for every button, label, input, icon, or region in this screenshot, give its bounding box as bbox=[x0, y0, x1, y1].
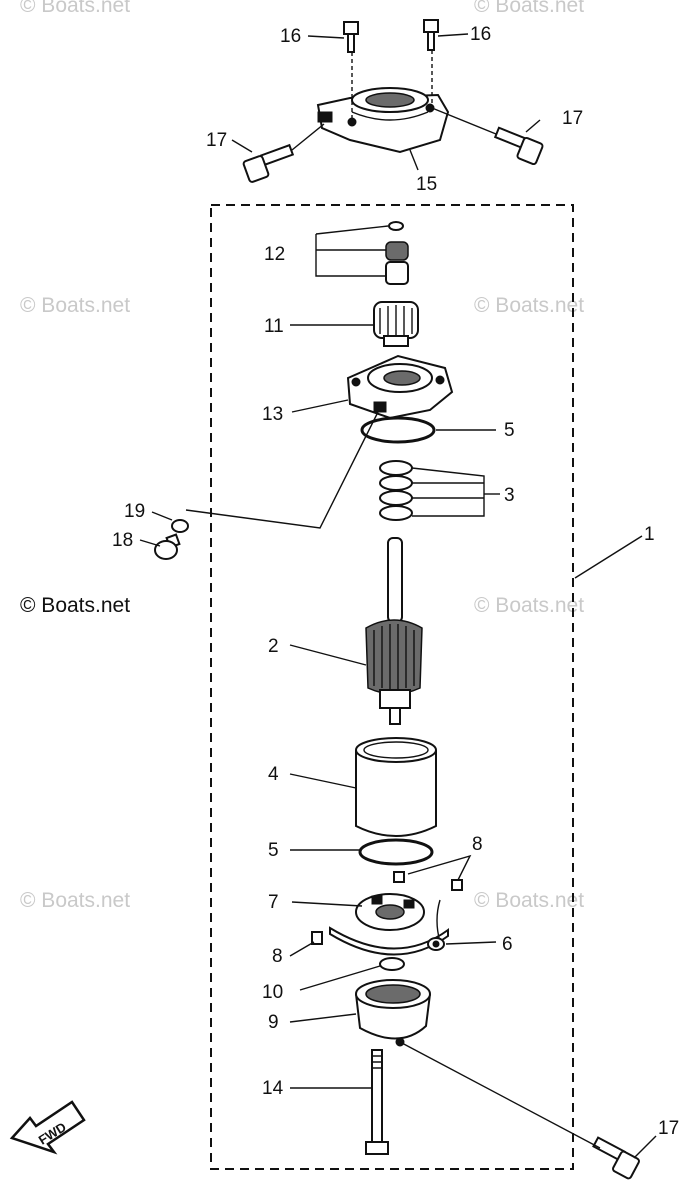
watermark: © Boats.net bbox=[474, 594, 585, 617]
callout-5: 5 bbox=[504, 420, 515, 441]
part-5-o-ring-top bbox=[360, 416, 436, 444]
part-18-screw bbox=[154, 533, 181, 560]
part-6-terminal bbox=[427, 937, 445, 951]
callout-17: 17 bbox=[206, 130, 227, 151]
watermark: © Boats.net bbox=[474, 0, 585, 17]
callout-8: 8 bbox=[472, 834, 483, 855]
callout-1: 1 bbox=[644, 524, 655, 545]
part-12-clip-stopper-spring bbox=[385, 221, 409, 285]
callout-2: 2 bbox=[268, 636, 279, 657]
part-8-brush-b bbox=[451, 879, 463, 891]
part-13-front-cover bbox=[346, 354, 454, 420]
part-11-pinion bbox=[373, 301, 419, 347]
part-8-brush-c bbox=[311, 931, 323, 945]
callout-6: 6 bbox=[502, 934, 513, 955]
part-17-bolt-top-left bbox=[242, 143, 295, 183]
part-10-washer bbox=[379, 957, 405, 971]
part-16-bolt-left bbox=[343, 21, 359, 53]
callout-9: 9 bbox=[268, 1012, 279, 1033]
callout-14: 14 bbox=[262, 1078, 284, 1099]
callout-13: 13 bbox=[262, 404, 283, 425]
callout-12: 12 bbox=[264, 244, 285, 265]
callout-5: 5 bbox=[268, 840, 279, 861]
part-14-through-bolt bbox=[365, 1049, 389, 1155]
watermark: © Boats.net bbox=[20, 594, 131, 617]
callout-8: 8 bbox=[272, 946, 283, 967]
part-8-brush-a bbox=[393, 871, 405, 883]
watermark: © Boats.net bbox=[474, 294, 585, 317]
callout-7: 7 bbox=[268, 892, 279, 913]
callout-17: 17 bbox=[562, 108, 583, 129]
callout-4: 4 bbox=[268, 764, 279, 785]
watermark: © Boats.net bbox=[20, 889, 131, 912]
part-17-bolt-top-right bbox=[493, 126, 544, 166]
part-4-yoke bbox=[355, 737, 437, 837]
callout-3: 3 bbox=[504, 485, 515, 506]
callout-11: 11 bbox=[264, 316, 284, 337]
callout-19: 19 bbox=[124, 501, 145, 522]
watermark: © Boats.net bbox=[474, 889, 585, 912]
part-19-washer bbox=[171, 519, 189, 533]
assembly-boundary bbox=[210, 204, 574, 1170]
part-9-rear-cover bbox=[355, 979, 431, 1047]
part-17-bolt-bottom bbox=[592, 1136, 640, 1180]
part-15-bracket bbox=[316, 87, 450, 154]
callout-15: 15 bbox=[416, 174, 437, 195]
part-16-bolt-right bbox=[423, 19, 439, 51]
callout-16: 16 bbox=[280, 26, 301, 47]
watermark: © Boats.net bbox=[20, 0, 131, 17]
callout-18: 18 bbox=[112, 530, 133, 551]
fwd-arrow-icon: FWD bbox=[9, 1100, 86, 1155]
callout-10: 10 bbox=[262, 982, 283, 1003]
part-3-washers bbox=[379, 460, 413, 521]
watermark: © Boats.net bbox=[20, 294, 131, 317]
part-7-brush-holder bbox=[329, 893, 449, 956]
callout-16: 16 bbox=[470, 24, 491, 45]
part-5-o-ring-bottom bbox=[358, 838, 434, 866]
part-2-armature bbox=[365, 537, 423, 725]
callout-17: 17 bbox=[658, 1118, 679, 1139]
